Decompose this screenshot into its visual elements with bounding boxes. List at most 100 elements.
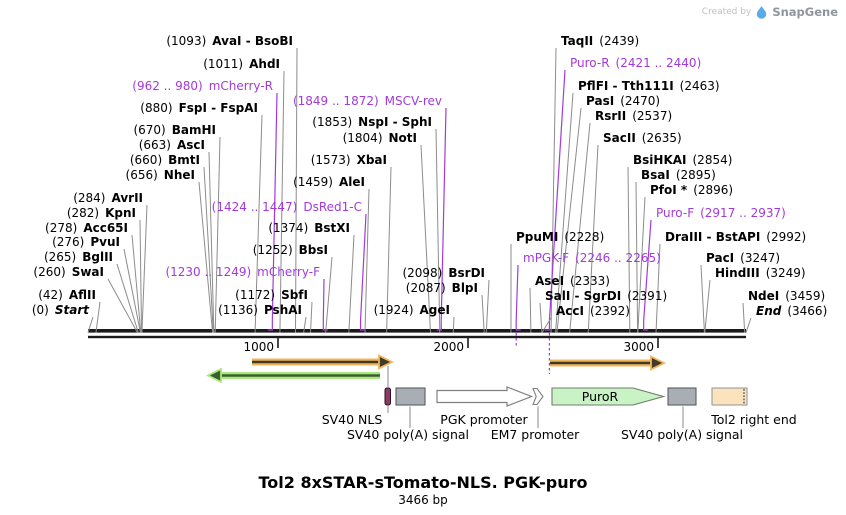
site-label-blpi: (2087)BlpI [406,281,478,296]
site-name: NotI [388,131,418,145]
site-label-nspi-sphi: (1853)NspI - SphI [312,115,432,130]
feature-label-puror: PuroR [581,389,619,404]
site-name: AccI [556,304,584,318]
site-name: HindIII [715,266,760,280]
site-name: mCherry-F [257,265,320,279]
site-name: AvaI - BsoBI [212,34,293,48]
site-name: BstXI [314,221,350,235]
site-position: (1459) [293,175,333,189]
em7-promoter-shape [532,387,544,406]
site-label-taqii: TaqII(2439) [561,34,639,49]
site-name: Puro-R [570,56,610,70]
site-label-kpni: (282) KpnI [67,206,136,221]
site-position: (670) [133,123,166,137]
site-label-bsai: BsaI(2895) [641,168,716,183]
site-name: NdeI [748,289,780,303]
sv40-nls-box [384,387,391,406]
site-label-pvui: (276)PvuI [52,235,120,250]
site-position: (1230 .. 1249) [165,265,252,279]
site-label-bglii: (265)BglII [44,250,113,265]
site-name: PfoI * [650,183,688,197]
plasmid-length: 3466 bp [398,493,448,507]
site-label-pflfi-tth111i: PflFI - Tth111I(2463) [578,79,720,94]
site-position: (1804) [342,131,383,145]
site-label-fspi-fspai: (880)FspI - FspAI [140,101,258,116]
site-position: (2635) [641,131,682,145]
sv40-polya-box-2 [667,387,697,406]
site-name: BglII [82,250,113,264]
site-position: (2392) [589,304,630,318]
site-name: SacII [603,131,636,145]
site-position: (2421 .. 2440) [615,56,702,70]
feature-label-em7-promoter: EM7 promoter [490,427,580,442]
tick-label-1000: 1000 [243,340,274,354]
site-name: XbaI [356,153,387,167]
site-name: PshAI [263,303,302,317]
site-name: NheI [163,168,195,182]
feature-label-sv40-polya-2: SV40 poly(A) signal [620,427,744,442]
site-position: (3466) [787,304,828,318]
feature-label-sv40-nls: SV40 NLS [321,412,383,427]
site-label-noti: (1804) NotI [343,131,417,146]
site-label-ndei: NdeI (3459) [748,289,825,304]
site-position: (2854) [692,153,733,167]
site-label-agei: (1924)AgeI [374,303,450,318]
site-position: (663) [138,138,171,152]
tick-label-2000: 2000 [433,340,464,354]
site-position: (1424 .. 1447) [211,200,298,214]
site-label-dsred1-c: (1424 .. 1447) DsRed1-C [212,200,362,215]
site-position: (3459) [785,289,826,303]
feature-label-pgk-promoter: PGK promoter [440,412,528,427]
site-position: (282) [66,206,100,220]
site-position: (1374) [268,221,309,235]
site-position: (1252) [252,243,293,257]
tick-label-3000: 3000 [623,340,654,354]
site-label-bmti: (660)BmtI [130,153,200,168]
site-position: (1924) [373,303,414,317]
site-name: BbsI [298,243,328,257]
pgk-promoter-arrow [436,386,534,407]
site-position: (2087) [405,281,446,295]
site-label-paci: PacI(3247) [706,251,780,266]
site-label-sbfi: (1172)SbfI [235,288,308,303]
site-label-mcherry-f: (1230 .. 1249) mCherry-F [165,265,320,280]
site-name: AseI [535,274,565,288]
site-position: (660) [129,153,163,167]
site-label-draiii-bstapi: DraIII - BstAPI(2992) [665,230,806,245]
site-position: (2391) [627,289,668,303]
site-name: PasI [586,94,615,108]
site-name: BamHI [171,123,216,137]
site-name: DsRed1-C [303,200,362,214]
site-label-pshai: (1136) PshAI [218,303,302,318]
site-label-swai: (260)SwaI [33,265,104,280]
site-label-nhei: (656)NheI [126,168,195,183]
site-position: (0) [31,303,49,317]
site-position: (2917 .. 2937) [700,206,786,220]
site-name: BsrDI [448,266,485,280]
feature-label-tol2-right-end: Tol2 right end [711,412,797,427]
site-name: End [756,304,782,318]
site-label-bsrdi: (2098) BsrDI [402,266,485,281]
site-name: KpnI [105,206,136,220]
site-label-start: (0)Start [32,303,89,318]
site-position: (284) [73,191,106,205]
orf-arrow-forward-2 [550,355,667,371]
site-name: AvrII [111,191,143,205]
site-name: SwaI [71,265,104,279]
site-position: (2098) [402,266,443,280]
orf-arrow-reverse-green [205,367,380,384]
site-name: PvuI [90,235,120,249]
site-name: NspI - SphI [358,115,432,129]
site-name: RsrII [595,109,627,123]
site-label-pfoi: PfoI *(2896) [650,183,733,198]
site-position: (2439) [599,34,640,48]
site-position: (1093) [166,34,207,48]
site-name: Acc65I [83,221,128,235]
site-position: (3249) [765,266,806,280]
site-position: (2537) [632,109,673,123]
site-position: (1172) [235,288,276,302]
site-label-ahdi: (1011)AhdI [203,57,280,72]
site-position: (1136) [218,303,258,317]
site-name: mCherry-R [208,79,273,93]
site-position: (2470) [620,94,661,108]
